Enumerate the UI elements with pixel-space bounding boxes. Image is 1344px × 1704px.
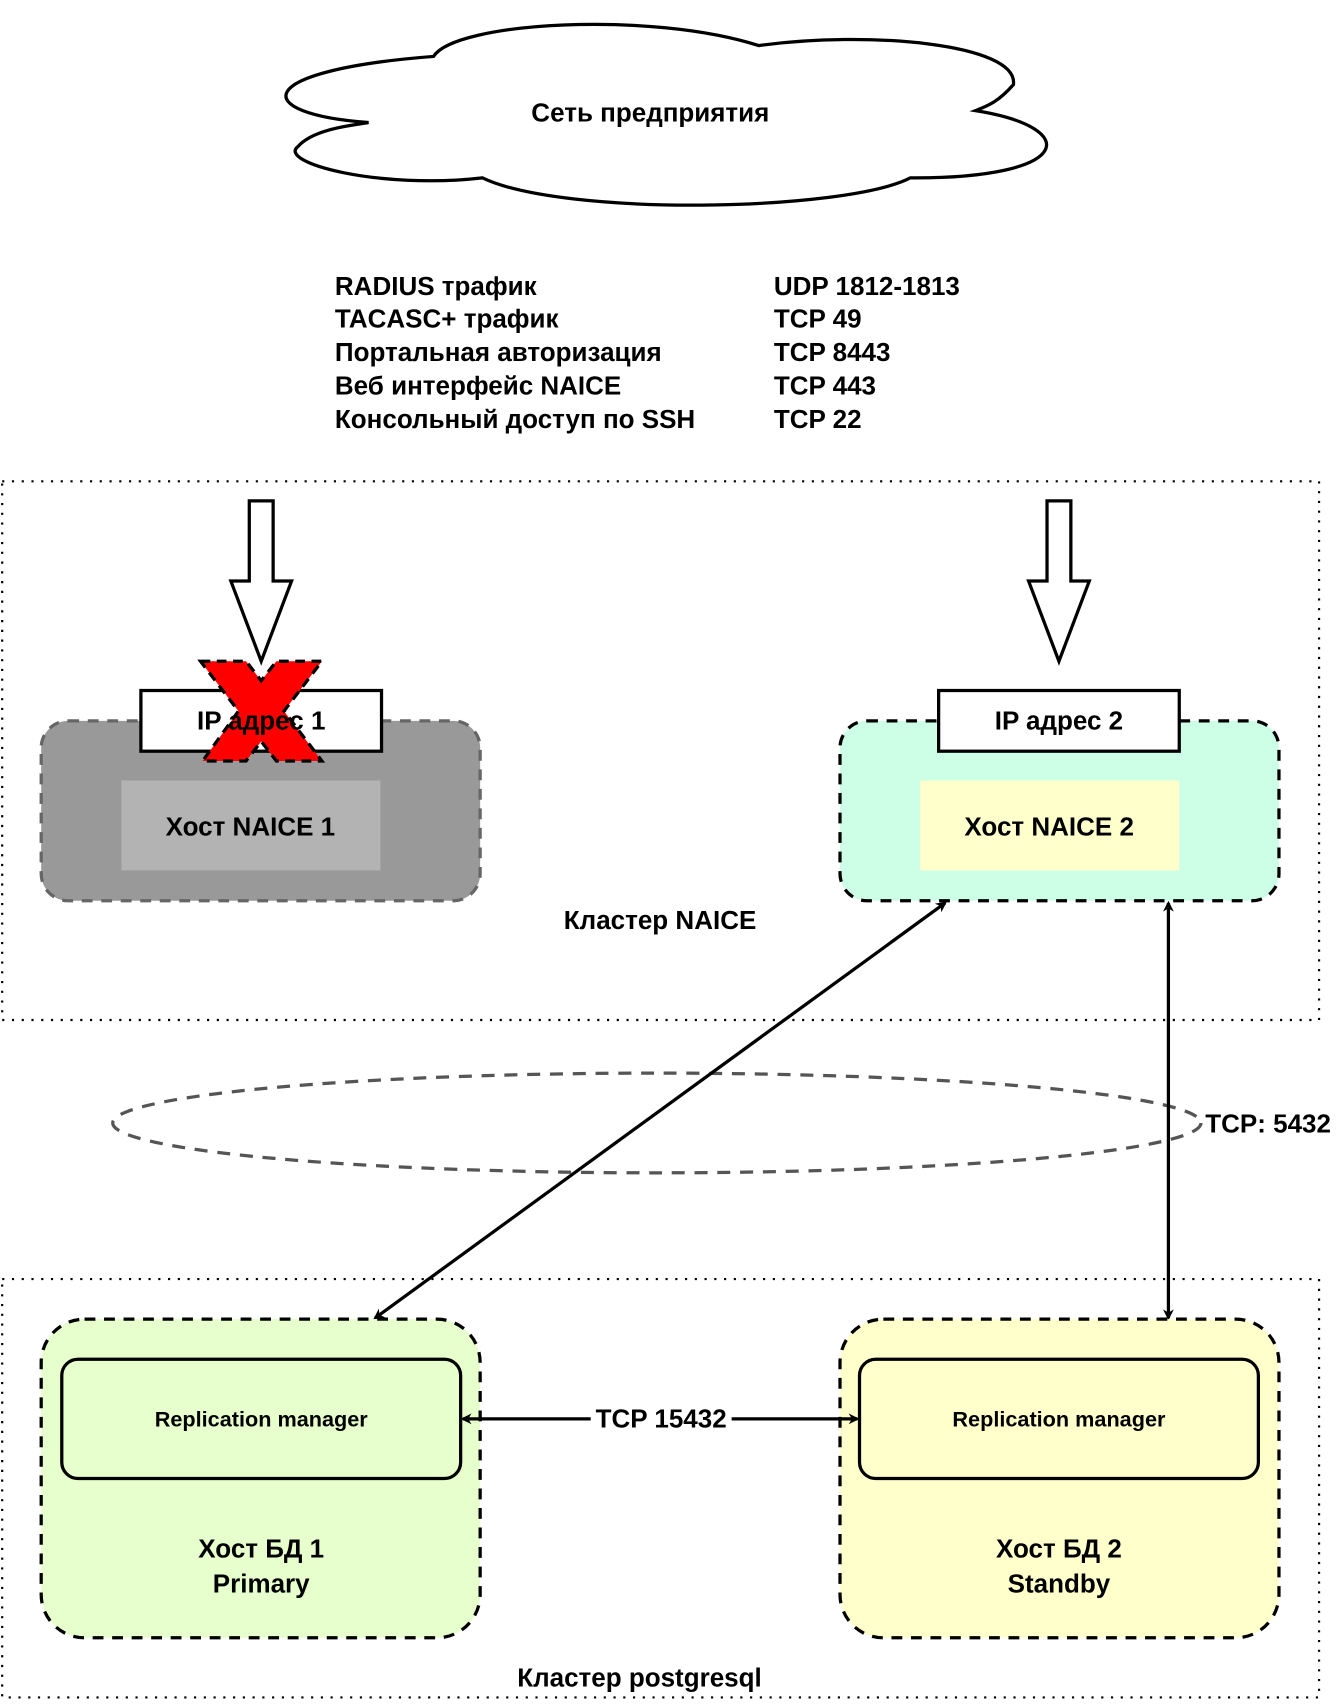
host-name: Хост NAICE 1 [166,812,336,842]
db-link-primary [373,901,947,1320]
traffic-port: UDP 1812-1813 [774,271,960,301]
db-host-2: Replication manager Хост БД 2 Standby [838,1317,1281,1640]
traffic-port: TCP 8443 [774,337,891,367]
db-connection-group [111,1071,1203,1175]
ip-address: IP адрес 2 [995,706,1123,736]
traffic-arrow-icon [1026,499,1092,666]
traffic-name: Консольный доступ по SSH [335,404,695,434]
db-link-label: TCP: 5432 [1205,1109,1331,1139]
traffic-name: Веб интерфейс NAICE [335,371,621,401]
traffic-port: TCP 22 [774,404,862,434]
replication-manager: Replication manager [952,1406,1166,1431]
traffic-arrow-icon [228,499,294,666]
enterprise-network-cloud: Сеть предприятия [284,22,1049,207]
cloud-label: Сеть предприятия [531,97,769,127]
ip-address: IP адрес 1 [197,706,325,736]
replication-link-label: TCP 15432 [596,1404,727,1434]
naice-host-1: Хост NAICE 1 IP адрес 1 [39,659,482,903]
failure-x-icon [197,659,326,763]
host-name: Хост БД 2 [996,1534,1122,1564]
traffic-name: RADIUS трафик [335,271,538,301]
traffic-list: RADIUS трафик UDP 1812-1813 TACASC+ траф… [335,271,960,434]
traffic-port: TCP 49 [774,303,862,333]
traffic-name: Портальная авторизация [335,337,662,367]
traffic-name: TACASC+ трафик [335,303,560,333]
traffic-port: TCP 443 [774,371,876,401]
replication-manager: Replication manager [155,1406,369,1431]
naice-cluster-label: Кластер NAICE [564,905,757,935]
host-role: Primary [213,1568,310,1598]
naice-host-2: Хост NAICE 2 IP адрес 2 [838,688,1281,903]
host-name: Хост БД 1 [198,1534,324,1564]
pg-cluster-label: Кластер postgresql [517,1663,762,1693]
host-role: Standby [1008,1568,1111,1598]
host-name: Хост NAICE 2 [964,812,1134,842]
db-host-1: Replication manager Хост БД 1 Primary [39,1317,482,1640]
